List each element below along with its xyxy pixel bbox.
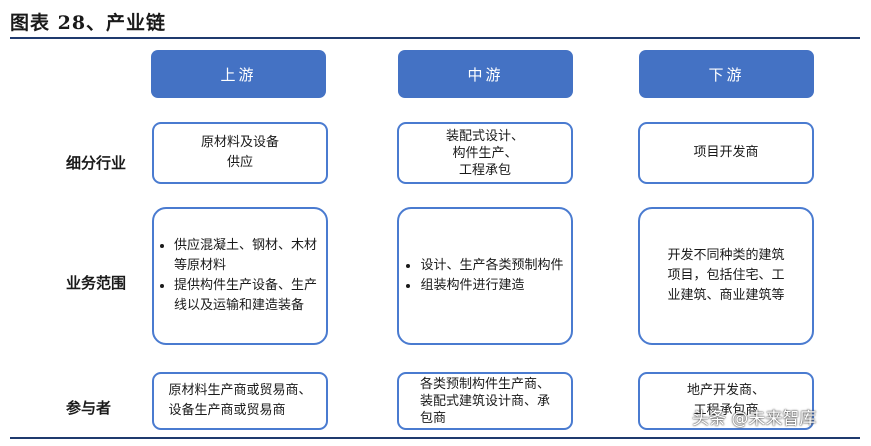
cell-text: 业建筑、商业建筑等 <box>667 288 785 303</box>
cell-text: 地产开发商、 <box>686 383 765 398</box>
bullet-item: 设计、生产各类预制构件 <box>420 256 563 276</box>
cell-downstream-participants: 地产开发商、 工程承包商 <box>638 372 814 430</box>
header-midstream: 中游 <box>398 50 573 98</box>
cell-text: 构件生产、 <box>452 145 518 161</box>
cell-text: 项目，包括住宅、工 <box>667 268 785 283</box>
cell-text: 装配式设计、 <box>445 128 524 144</box>
cell-text: 开发不同种类的建筑 <box>667 248 785 263</box>
cell-upstream-segment: 原材料及设备 供应 <box>152 122 328 184</box>
cell-downstream-scope: 开发不同种类的建筑 项目，包括住宅、工 业建筑、商业建筑等 <box>638 207 814 345</box>
cell-text: 各类预制构件生产商、 <box>419 376 550 392</box>
bullet-item: 提供构件生产设备、生产线以及运输和建造装备 <box>174 276 320 316</box>
row-label-scope: 业务范围 <box>66 274 127 292</box>
top-divider <box>10 37 860 39</box>
row-label-segment: 细分行业 <box>66 154 127 172</box>
header-downstream: 下游 <box>639 50 814 98</box>
cell-upstream-participants: 原材料生产商或贸易商、 设备生产商或贸易商 <box>152 372 328 430</box>
cell-text: 包商 <box>419 410 446 426</box>
cell-upstream-scope: 供应混凝土、钢材、木材等原材料 提供构件生产设备、生产线以及运输和建造装备 <box>152 207 328 345</box>
cell-text: 工程承包 <box>458 162 511 178</box>
bullet-item: 组装构件进行建造 <box>420 276 563 296</box>
cell-midstream-participants: 各类预制构件生产商、 装配式建筑设计商、承 包商 <box>397 372 573 430</box>
cell-text: 项目开发商 <box>693 145 759 160</box>
header-upstream: 上游 <box>151 50 326 98</box>
cell-downstream-segment: 项目开发商 <box>638 122 814 184</box>
cell-text: 装配式建筑设计商、承 <box>419 393 550 409</box>
page-title: 图表 28、产业链 <box>10 12 167 34</box>
cell-text: 原材料及设备 <box>200 135 279 150</box>
bullet-item: 供应混凝土、钢材、木材等原材料 <box>174 236 320 276</box>
row-label-participants: 参与者 <box>66 399 112 417</box>
bottom-divider <box>10 437 860 439</box>
cell-text: 供应 <box>226 155 253 170</box>
watermark: 头条 @未来智库 <box>692 409 817 429</box>
cell-midstream-segment: 装配式设计、 构件生产、 工程承包 <box>397 122 573 184</box>
cell-text: 工程承包商 <box>693 403 759 418</box>
cell-text: 设备生产商或贸易商 <box>168 403 286 418</box>
cell-text: 原材料生产商或贸易商、 <box>168 383 312 398</box>
cell-midstream-scope: 设计、生产各类预制构件 组装构件进行建造 <box>397 207 573 345</box>
